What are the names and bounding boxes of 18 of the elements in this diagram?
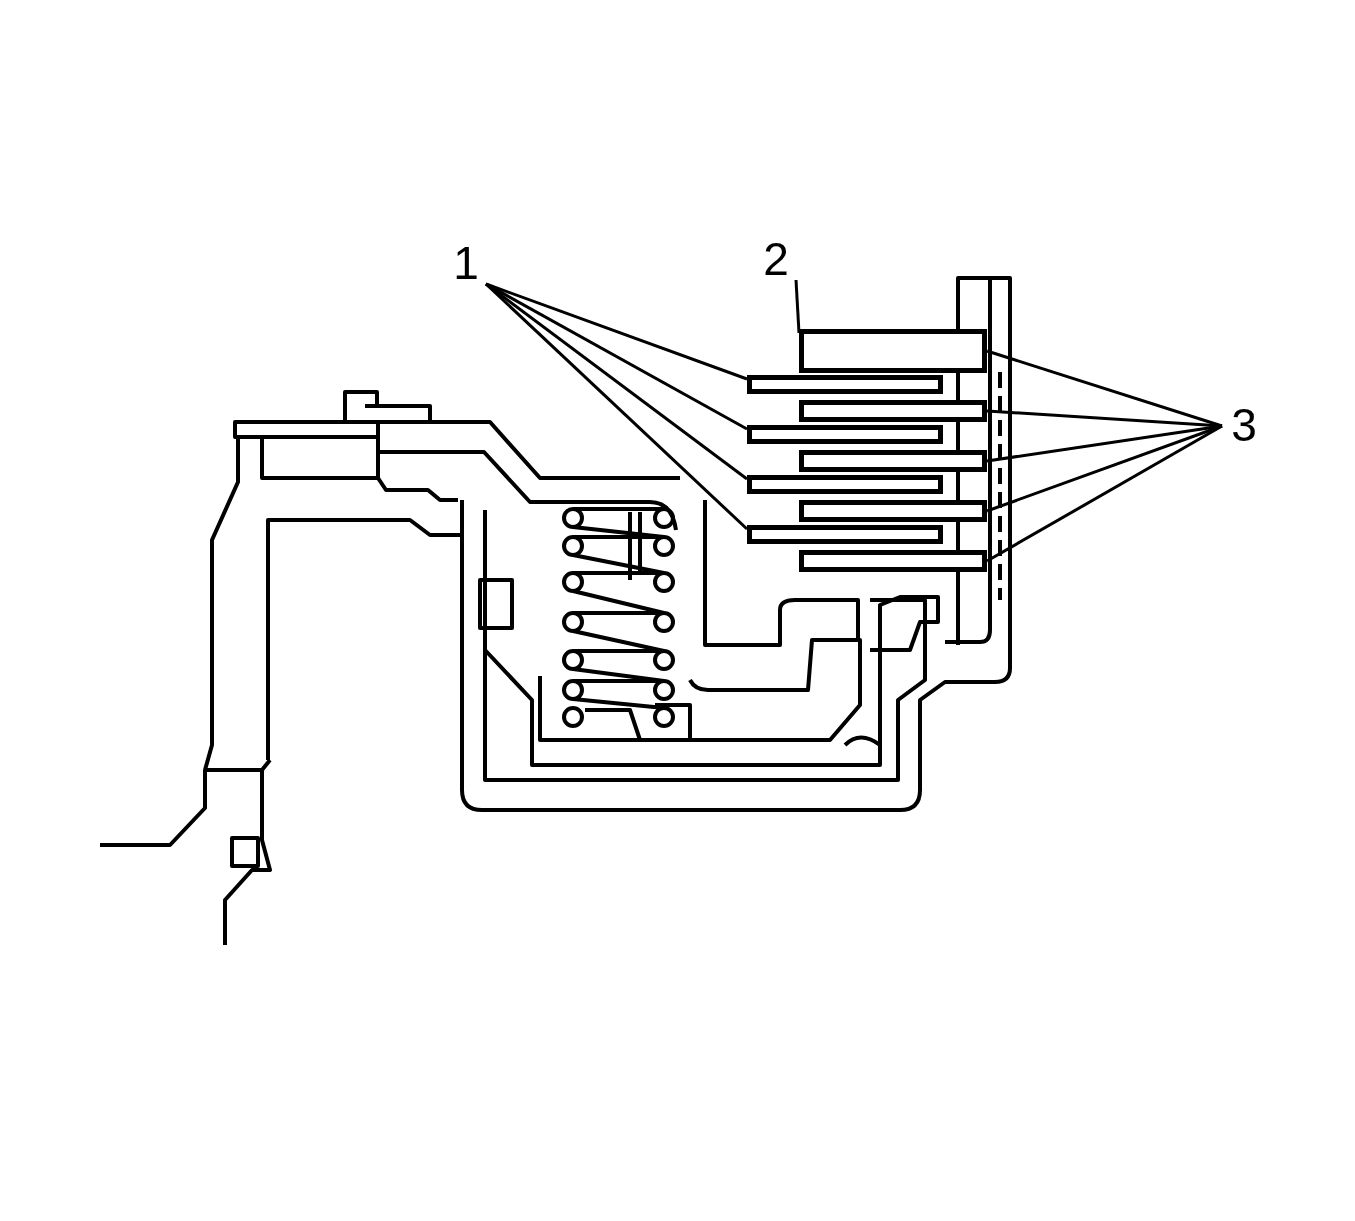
clutch-plate: [799, 550, 987, 572]
callout-number: 3: [1226, 402, 1262, 450]
leader-line: [986, 424, 1223, 513]
leader-line: [986, 424, 1223, 563]
clutch-plate: [799, 500, 987, 522]
backing-plate: [799, 329, 987, 373]
leader-line: [986, 409, 1223, 428]
callout-number: 1: [448, 240, 484, 288]
clutch-plate: [747, 425, 943, 444]
callout-number: 2: [758, 236, 794, 284]
leader-line: [794, 279, 801, 334]
leader-line: [484, 282, 749, 531]
clutch-plate: [747, 475, 943, 494]
clutch-plate: [799, 450, 987, 472]
clutch-plate: [747, 375, 943, 394]
leader-line: [485, 282, 748, 381]
clutch-plate: [799, 400, 987, 422]
clutch-plate: [747, 525, 943, 544]
